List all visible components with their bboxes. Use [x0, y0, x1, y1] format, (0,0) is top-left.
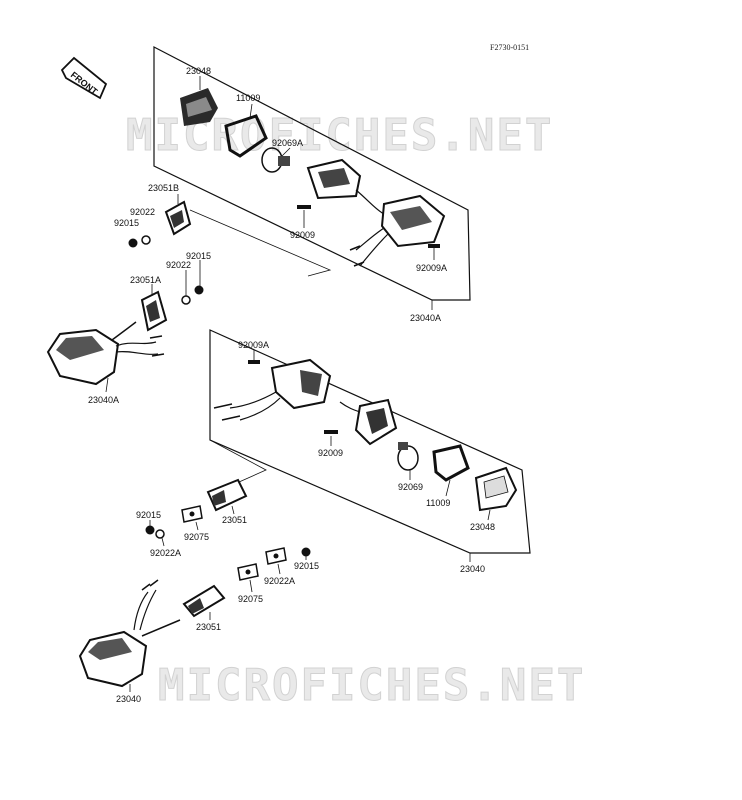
dash-link [189, 209, 332, 277]
label-92069: 92069 [398, 482, 423, 492]
label-92022-a: 92022 [130, 207, 155, 217]
label-23048-top: 23048 [186, 66, 211, 76]
plate-92075-b-icon [237, 563, 259, 581]
grommet-23051B-icon [164, 200, 192, 236]
leader [231, 505, 235, 515]
screw-92009-mid-icon [324, 430, 338, 434]
label-92009-mid: 92009 [318, 448, 343, 458]
label-11009-top: 11009 [236, 93, 260, 103]
washer-92022-a-icon [141, 235, 151, 245]
label-92015-a: 92015 [114, 218, 139, 228]
label-92075-a: 92075 [184, 532, 209, 542]
box-23040-outline [209, 329, 531, 554]
gasket-11009-mid-icon [432, 444, 470, 482]
gasket-11009-top-icon [224, 114, 268, 158]
bulb-92069A-icon [261, 147, 290, 173]
nut-92015-d-icon [301, 547, 311, 557]
lamp-23040A-top-icon [349, 194, 446, 267]
lamp-23040A-left-icon [46, 321, 165, 386]
leader [105, 377, 109, 393]
nut-92015-b-icon [194, 285, 204, 295]
lamp-23040-low-icon [78, 579, 181, 688]
label-11009-mid: 11009 [426, 498, 450, 508]
leader [249, 579, 253, 593]
screw-92009A-top-icon [428, 244, 440, 248]
label-92069A: 92069A [272, 138, 303, 148]
label-23051-low: 23051 [196, 622, 221, 632]
watermark-bottom: MICROFICHES.NET [158, 660, 585, 711]
box-23040A-outline [153, 46, 471, 301]
label-92009A-top: 92009A [416, 263, 447, 273]
label-23040A-box: 23040A [410, 313, 441, 323]
washer-92022A-a-icon [155, 529, 165, 539]
leader [249, 103, 253, 119]
label-23051B: 23051B [148, 183, 179, 193]
grommet-23051A-icon [140, 290, 168, 332]
label-92075-b: 92075 [238, 594, 263, 604]
grommet-23051-mid-icon [206, 478, 248, 512]
label-92015-d: 92015 [294, 561, 319, 571]
leader [195, 521, 199, 531]
dash-link [209, 439, 267, 487]
nut-92015-c-icon [145, 525, 155, 535]
label-92015-c: 92015 [136, 510, 161, 520]
bulb-92069-icon [397, 442, 419, 471]
screw-92009A-mid-icon [248, 360, 260, 364]
label-92009-top: 92009 [290, 230, 315, 240]
lens-23048-mid-icon [474, 466, 518, 512]
label-92022A-b: 92022A [264, 576, 295, 586]
label-23051A: 23051A [130, 275, 161, 285]
label-23040-low: 23040 [116, 694, 141, 704]
leader [487, 509, 491, 521]
label-23040-box: 23040 [460, 564, 485, 574]
front-arrow-icon: FRONT [60, 56, 108, 100]
lens-23048-top-icon [180, 88, 218, 126]
label-23048-mid: 23048 [470, 522, 495, 532]
nut-92015-a-icon [128, 238, 138, 248]
leader [445, 479, 451, 497]
leader [281, 147, 291, 157]
lamp-23040-mid-icon [213, 358, 332, 421]
plate-92075-a-icon [181, 505, 203, 523]
leader [161, 537, 165, 547]
washer-92022-b-icon [181, 295, 191, 305]
leader [277, 563, 281, 575]
grommet-23051-low-icon [182, 584, 226, 618]
diagram-code: F2730-0151 [490, 43, 529, 52]
label-23040A-left: 23040A [88, 395, 119, 405]
screw-92009-top-icon [297, 205, 311, 209]
label-92022-b: 92022 [166, 260, 191, 270]
socket-mid-icon [339, 398, 398, 446]
washer-92022A-b-icon [265, 547, 287, 565]
label-92015-b: 92015 [186, 251, 211, 261]
housing-top-icon [306, 158, 385, 215]
label-23051-mid: 23051 [222, 515, 247, 525]
label-92009A-mid: 92009A [238, 340, 269, 350]
label-92022A-a: 92022A [150, 548, 181, 558]
